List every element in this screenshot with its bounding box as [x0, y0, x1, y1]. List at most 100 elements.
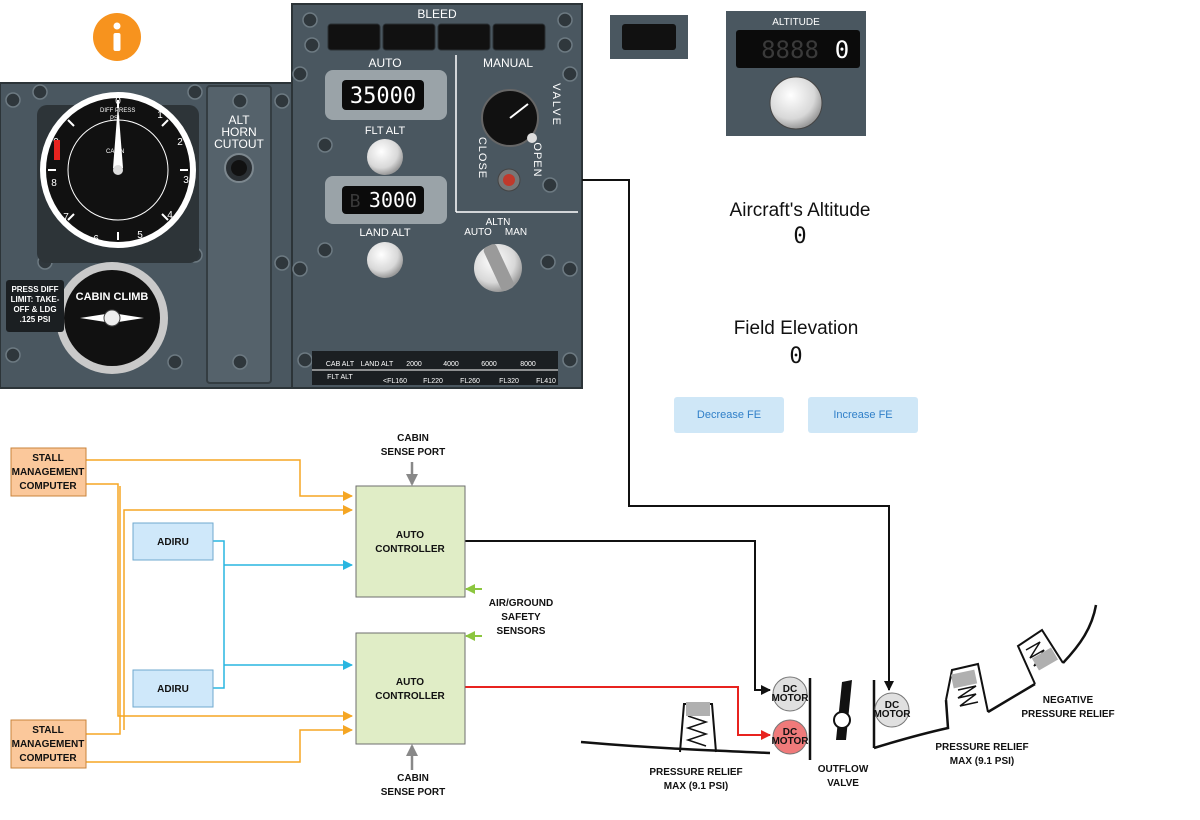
land-alt-prefix: B — [350, 191, 361, 212]
alt-horn-line1: ALT — [228, 113, 250, 127]
auto-label: AUTO — [368, 56, 401, 70]
svg-text:ADIRU: ADIRU — [157, 684, 189, 695]
svg-text:DC: DC — [783, 684, 797, 695]
outflow-line2: VALVE — [827, 778, 859, 789]
svg-text:2: 2 — [177, 137, 183, 148]
altitude-value: 0 — [835, 36, 849, 64]
alt-horn-line3: CUTOUT — [214, 137, 264, 151]
auto-controller-box-top: AUTO CONTROLLER — [355, 485, 466, 598]
annunciator-light — [610, 15, 688, 59]
svg-text:AUTO: AUTO — [396, 530, 424, 541]
gauge-needle-icon — [113, 104, 123, 172]
svg-text:8: 8 — [51, 178, 57, 189]
close-label: CLOSE — [476, 137, 488, 179]
flt-alt-knob[interactable] — [367, 139, 403, 175]
pressurization-panel: BLEED AUTO MANUAL 35000 FLT ALT B 3000 L… — [291, 3, 583, 389]
alt-horn-cutout-button[interactable] — [224, 153, 254, 183]
svg-text:CONTROLLER: CONTROLLER — [375, 544, 445, 555]
land-alt-value: 3000 — [369, 188, 417, 212]
man-mode-label: MAN — [505, 227, 527, 238]
table-cell-2: FL220 — [423, 378, 443, 385]
pressure-relief-left-line2: MAX (9.1 PSI) — [664, 781, 728, 792]
info-icon — [113, 22, 121, 51]
altitude-display — [736, 30, 860, 68]
table-cell-1: <FL160 — [383, 378, 407, 385]
negative-relief-line1: NEGATIVE — [1043, 695, 1094, 706]
increase-fe-button[interactable]: Increase FE — [808, 397, 918, 433]
dc-motor-left-bottom: DC MOTOR — [771, 719, 809, 755]
schedule-table — [312, 351, 558, 385]
svg-text:MANAGEMENT: MANAGEMENT — [12, 467, 85, 478]
altitude-knob[interactable] — [769, 76, 823, 130]
negative-relief-line2: PRESSURE RELIEF — [1021, 709, 1114, 720]
svg-text:CONTROLLER: CONTROLLER — [375, 691, 445, 702]
negative-relief-valve-icon — [1016, 628, 1064, 685]
land-alt-label: LAND ALT — [359, 227, 410, 239]
adiru-box-top: ADIRU — [132, 522, 214, 561]
svg-text:MANAGEMENT: MANAGEMENT — [12, 739, 85, 750]
adiru-box-bottom: ADIRU — [132, 669, 214, 708]
decrease-fe-button[interactable]: Decrease FE — [674, 397, 784, 433]
aircraft-altitude-value: 0 — [793, 224, 807, 249]
svg-text:MOTOR: MOTOR — [771, 693, 809, 704]
land-alt-display — [342, 186, 424, 214]
cabin-climb-label: CABIN CLIMB — [76, 291, 149, 303]
svg-text:MOTOR: MOTOR — [873, 709, 911, 720]
pressure-relief-valve-right-icon — [945, 662, 989, 713]
auto-controller-box-bottom: AUTO CONTROLLER — [355, 632, 466, 745]
flt-alt-value: 35000 — [350, 84, 416, 109]
table-cell-3: FL260 — [460, 378, 480, 385]
pressure-relief-left-line1: PRESSURE RELIEF — [649, 767, 742, 778]
svg-text:STALL: STALL — [32, 453, 63, 464]
svg-text:7: 7 — [63, 212, 69, 223]
cabin-gauge-panel: 012 345 6789 DIFF PRESS PSI CABIN CABIN … — [0, 82, 293, 389]
altitude-selector-panel: ALTITUDE 8888 0 — [726, 11, 866, 136]
press-diff-line3: OFF & LDG — [13, 305, 56, 314]
field-elevation-label: Field Elevation — [733, 318, 859, 339]
outflow-valve-icon — [833, 680, 852, 740]
press-diff-line1: PRESS DIFF — [11, 285, 58, 294]
bleed-label: BLEED — [417, 7, 457, 21]
table-header-4: 6000 — [481, 361, 497, 368]
cabin-sense-bottom-line1: CABIN — [397, 773, 429, 784]
stall-computer-box-top: STALL MANAGEMENT COMPUTER — [10, 447, 87, 497]
svg-text:0: 0 — [115, 96, 121, 107]
pressure-relief-right-line2: MAX (9.1 PSI) — [950, 756, 1014, 767]
dc-motor-left-top: DC MOTOR — [771, 676, 809, 712]
table-header-5: 8000 — [520, 361, 536, 368]
cabin-sense-bottom-line2: SENSE PORT — [381, 787, 445, 798]
stall-computer-box-bottom: STALL MANAGEMENT COMPUTER — [10, 719, 87, 769]
table-header-2: 2000 — [406, 361, 422, 368]
air-ground-line3: SENSORS — [497, 626, 546, 637]
mode-selector-knob[interactable] — [474, 243, 522, 292]
table-header-0: CAB ALT — [326, 361, 355, 368]
land-alt-knob[interactable] — [367, 242, 403, 278]
svg-text:6: 6 — [93, 234, 99, 245]
press-diff-line2: LIMIT: TAKE- — [11, 295, 60, 304]
svg-text:1: 1 — [157, 110, 163, 121]
flt-alt-label: FLT ALT — [365, 125, 406, 137]
open-label: OPEN — [531, 142, 543, 177]
pressurization-schematic: STALL MANAGEMENT COMPUTER STALL MANAGEME… — [10, 179, 1115, 798]
air-ground-line1: AIR/GROUND — [489, 598, 553, 609]
valve-label: VALVE — [550, 83, 562, 127]
altn-label: ALTN — [486, 217, 511, 228]
altitude-title: ALTITUDE — [772, 17, 820, 28]
manual-valve-toggle[interactable] — [497, 168, 521, 192]
svg-text:ADIRU: ADIRU — [157, 537, 189, 548]
field-elevation-readout: Field Elevation 0 — [696, 318, 896, 369]
outflow-line1: OUTFLOW — [818, 764, 869, 775]
svg-text:AUTO: AUTO — [396, 677, 424, 688]
svg-text:MOTOR: MOTOR — [771, 736, 809, 747]
pressure-relief-valve-left-icon — [679, 702, 717, 753]
table-cell-4: FL320 — [499, 378, 519, 385]
table-header-1: LAND ALT — [361, 361, 394, 368]
svg-text:3: 3 — [183, 175, 189, 186]
gauge-psi-label: PSI — [110, 116, 120, 122]
svg-text:COMPUTER: COMPUTER — [19, 753, 77, 764]
svg-text:DC: DC — [783, 727, 797, 738]
aircraft-altitude-label: Aircraft's Altitude — [729, 200, 871, 221]
flt-alt-display — [342, 80, 424, 110]
cabin-sense-top-line2: SENSE PORT — [381, 447, 445, 458]
info-button[interactable] — [93, 13, 141, 61]
